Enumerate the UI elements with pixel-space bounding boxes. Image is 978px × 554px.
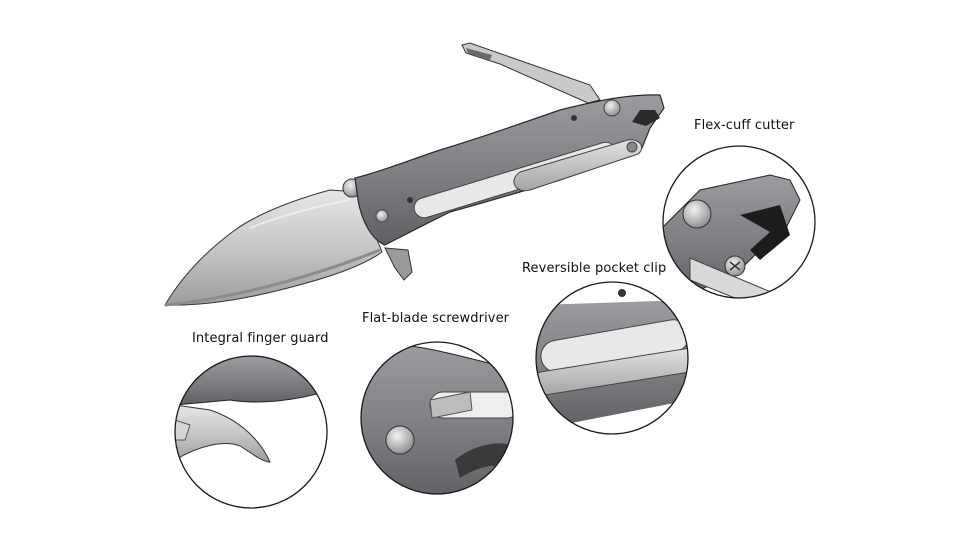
- finger-guard: [384, 247, 413, 281]
- pocket-clip: [513, 139, 643, 192]
- integral-finger-guard-label: Integral finger guard: [192, 331, 329, 346]
- callout-screwdriver: [360, 341, 514, 495]
- main-knife: [164, 42, 665, 307]
- reversible-pocket-clip-label: Reversible pocket clip: [522, 261, 667, 276]
- blade: [164, 189, 383, 306]
- screwdriver-tool: [461, 42, 601, 104]
- handle: [354, 94, 665, 246]
- cutter-notch: [632, 110, 660, 126]
- callout-finger-guard: [174, 355, 328, 509]
- callout-flex-cuff-cutter: [662, 145, 816, 299]
- flex-cuff-cutter-label: Flex-cuff cutter: [694, 118, 795, 133]
- callout-pocket-clip: [535, 281, 689, 435]
- flat-blade-screwdriver-label: Flat-blade screwdriver: [362, 311, 510, 326]
